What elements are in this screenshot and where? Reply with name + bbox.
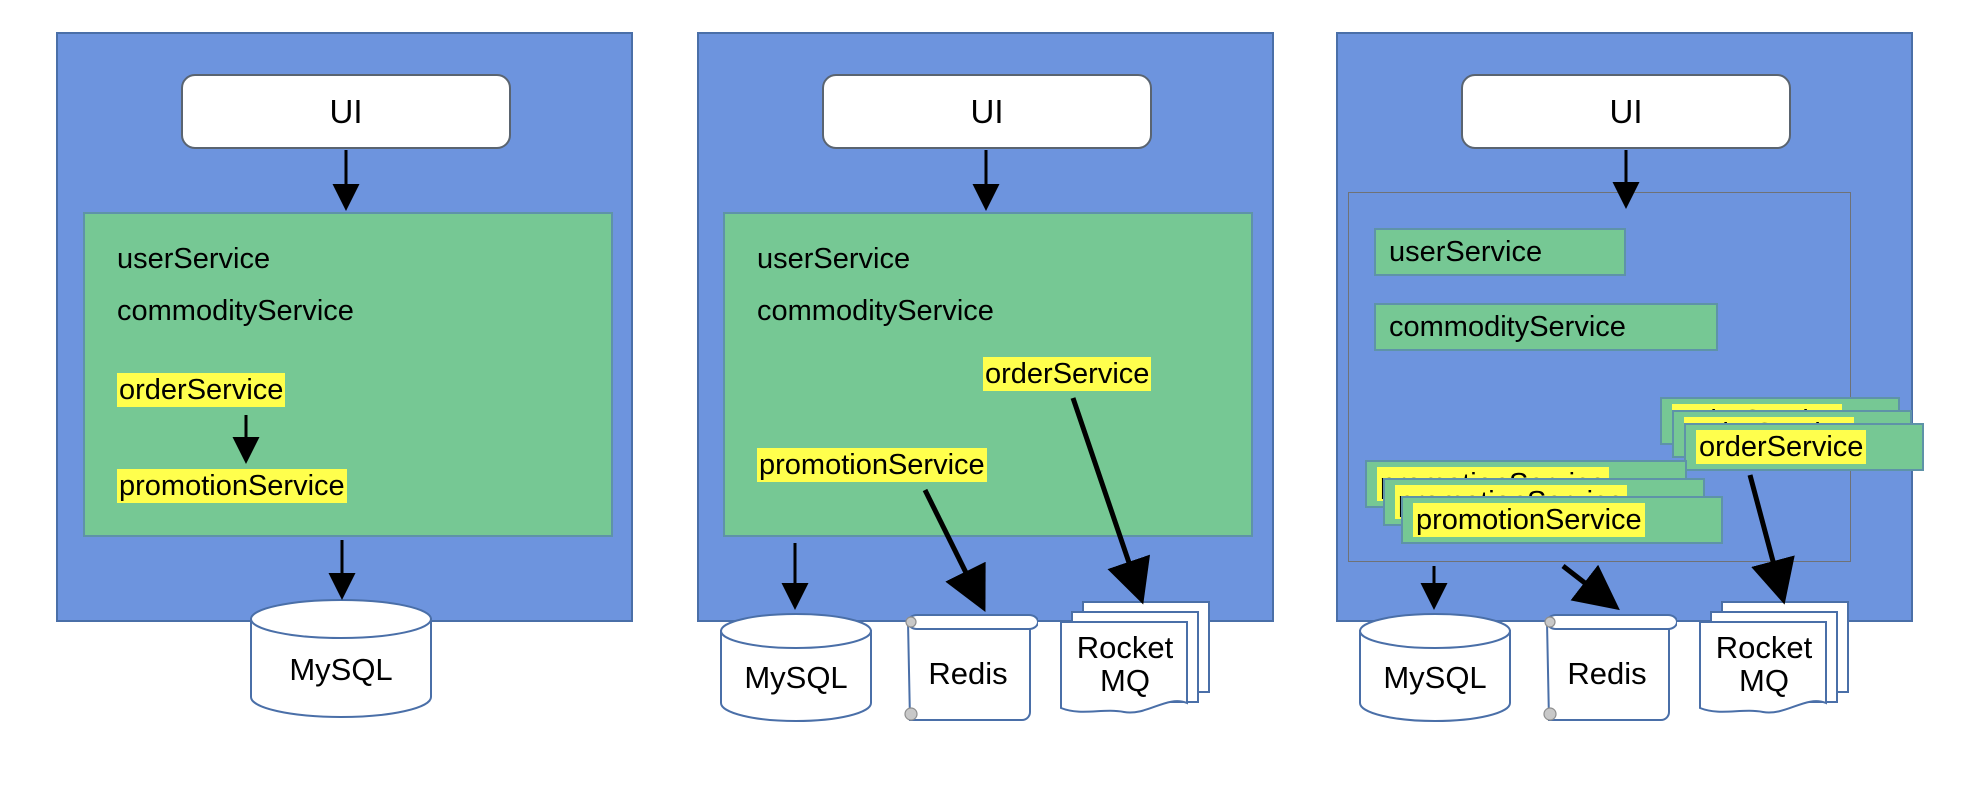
store-rocketmq-panel-2: Rocket MQ	[1059, 600, 1211, 722]
service-label-promotionservice-p1: promotionService	[117, 469, 347, 504]
service-label-orderservice-p1: orderService	[117, 373, 286, 408]
store-redis-panel-3: Redis	[1537, 608, 1678, 722]
microservices-group-boundary	[1348, 192, 1851, 562]
note-icon	[904, 614, 1039, 721]
service-label-promotionservice-p2: promotionService	[757, 448, 987, 483]
microservice-label-promotionservice: promotionService	[1413, 502, 1645, 538]
cylinder-icon	[250, 599, 432, 718]
microservice-card-promotionservice: promotionService	[1401, 496, 1723, 544]
microservice-label-orderservice: orderService	[1696, 429, 1867, 465]
microservice-card-userservice: userService	[1374, 228, 1626, 276]
microservice-card-commodityservice: commodityService	[1374, 303, 1718, 351]
store-redis-panel-2: Redis	[898, 608, 1039, 722]
service-label-commodityservice-p1: commodityService	[117, 295, 354, 327]
ui-label: UI	[970, 92, 1004, 130]
microservice-label-commodityservice: commodityService	[1389, 310, 1626, 343]
microservice-label-userservice: userService	[1389, 235, 1543, 268]
store-mysql-panel-1: MySQL	[248, 598, 434, 718]
multi-document-icon	[1060, 601, 1210, 714]
cylinder-icon	[720, 613, 872, 722]
store-mysql-panel-2: MySQL	[718, 612, 874, 722]
cylinder-icon	[1359, 613, 1511, 722]
microservice-card-orderservice: orderService	[1684, 423, 1924, 471]
multi-document-icon	[1699, 601, 1849, 714]
ui-box-panel-2: UI	[822, 74, 1152, 149]
ui-label: UI	[1609, 92, 1643, 130]
service-label-userservice-p1: userService	[117, 243, 271, 275]
note-icon	[1543, 614, 1678, 721]
service-label-userservice-p2: userService	[757, 243, 911, 275]
ui-box-panel-3: UI	[1461, 74, 1791, 149]
ui-label: UI	[329, 92, 363, 130]
store-rocketmq-panel-3: Rocket MQ	[1698, 600, 1850, 722]
ui-box-panel-1: UI	[181, 74, 511, 149]
service-label-orderservice-p2: orderService	[983, 357, 1152, 392]
store-mysql-panel-3: MySQL	[1357, 612, 1513, 722]
service-label-commodityservice-p2: commodityService	[757, 295, 994, 327]
